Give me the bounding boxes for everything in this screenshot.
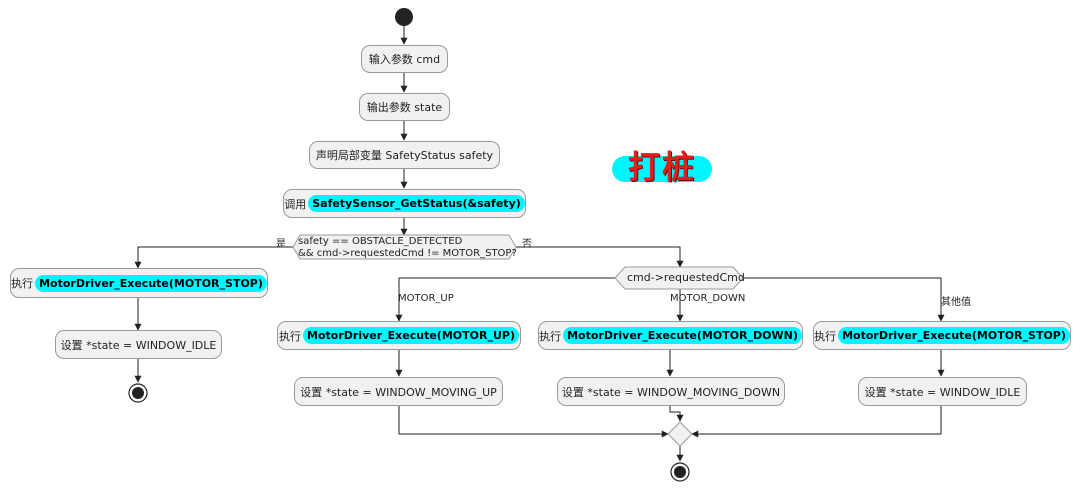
stamp-label: 打桩 <box>627 148 696 186</box>
output-state-node: 输出参数 state <box>359 93 450 121</box>
exec-down-node: 执行 MotorDriver_Execute(MOTOR_DOWN) <box>538 321 803 350</box>
case-up-label: MOTOR_UP <box>398 293 454 304</box>
exec-prefix: 执行 <box>814 329 837 343</box>
exec-other-stop-node: 执行 MotorDriver_Execute(MOTOR_STOP) <box>813 321 1071 350</box>
up-function-highlight: MotorDriver_Execute(MOTOR_UP) <box>303 327 519 344</box>
exec-prefix: 执行 <box>279 329 302 343</box>
set-moving-down-node: 设置 *state = WINDOW_MOVING_DOWN <box>557 377 785 406</box>
call-function-highlight: SafetySensor_GetStatus(&safety) <box>308 195 525 212</box>
start-node <box>395 8 413 26</box>
case-down-label: MOTOR_DOWN <box>670 293 746 304</box>
safety-decision <box>292 234 517 260</box>
safety-condition-text: safety == OBSTACLE_DETECTED && cmd->requ… <box>298 236 517 260</box>
merge-diamond <box>667 421 693 447</box>
set-idle-node: 设置 *state = WINDOW_IDLE <box>55 330 222 359</box>
down-function-highlight: MotorDriver_Execute(MOTOR_DOWN) <box>563 327 802 344</box>
switch-text: cmd->requestedCmd <box>627 271 745 284</box>
yes-label: 是 <box>276 239 286 250</box>
connector-lines <box>134 26 945 462</box>
case-other-label: 其他值 <box>941 297 971 308</box>
set-moving-up-node: 设置 *state = WINDOW_MOVING_UP <box>294 377 503 406</box>
end-node-bottom <box>670 462 690 482</box>
end-node-left <box>128 383 148 403</box>
stop-function-highlight: MotorDriver_Execute(MOTOR_STOP) <box>35 274 267 292</box>
call-prefix: 调用 <box>284 197 307 211</box>
declare-safety-node: 声明局部变量 SafetyStatus safety <box>309 141 500 169</box>
switch-decision <box>614 266 744 290</box>
exec-up-node: 执行 MotorDriver_Execute(MOTOR_UP) <box>277 321 521 350</box>
exec-prefix: 执行 <box>11 277 34 290</box>
stamp-highlight <box>612 156 712 182</box>
input-cmd-node: 输入参数 cmd <box>361 45 448 73</box>
no-label: 否 <box>522 239 532 250</box>
exec-prefix: 执行 <box>539 329 562 343</box>
safety-condition-line1: safety == OBSTACLE_DETECTED <box>298 236 463 247</box>
other-stop-function-highlight: MotorDriver_Execute(MOTOR_STOP) <box>838 327 1070 344</box>
safety-condition-line2: && cmd->requestedCmd != MOTOR_STOP? <box>298 248 517 259</box>
set-other-idle-node: 设置 *state = WINDOW_IDLE <box>858 377 1027 406</box>
call-sensor-node: 调用 SafetySensor_GetStatus(&safety) <box>283 189 526 218</box>
exec-stop-node: 执行 MotorDriver_Execute(MOTOR_STOP) <box>10 268 268 298</box>
